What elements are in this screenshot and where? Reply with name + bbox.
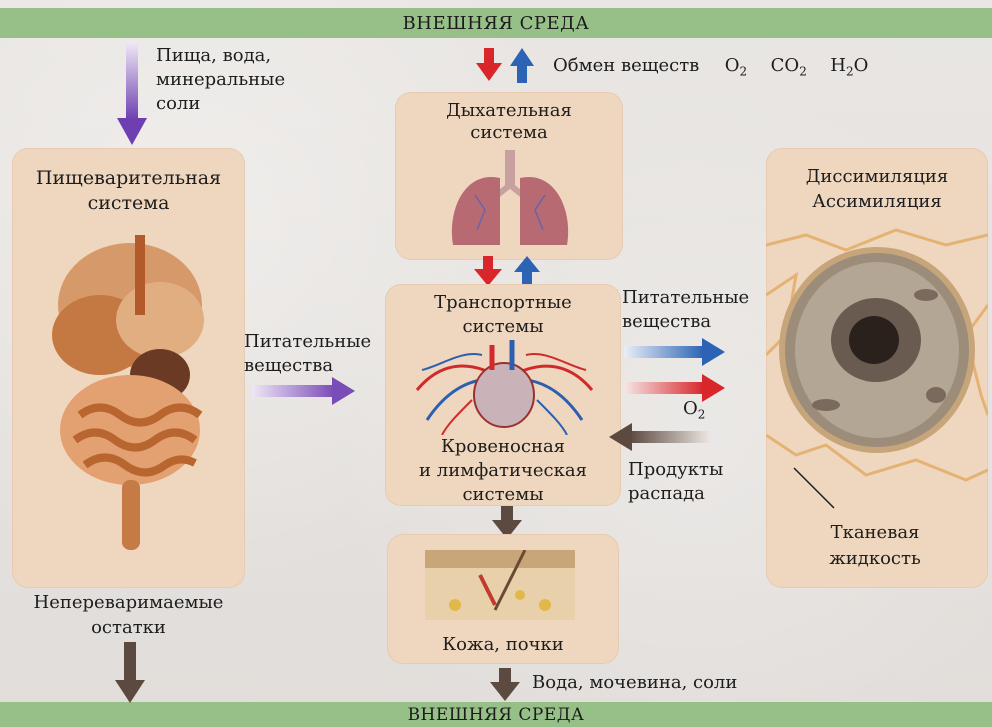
decay-products-arrow	[608, 423, 710, 451]
digestive-system-title: Пищеварительная система	[12, 166, 245, 216]
tissue-fluid-pointer-line	[792, 466, 837, 511]
undigested-output-arrow	[113, 642, 147, 704]
nutrients-to-transport-arrow	[252, 377, 356, 405]
external-environment-bottom-band: ВНЕШНЯЯ СРЕДА	[0, 702, 992, 727]
cell-processes-title: Диссимиляция Ассимиляция	[766, 164, 988, 214]
food-water-minerals-label: Пища, вода, минеральные соли	[156, 44, 285, 116]
decay-products-label: Продукты распада	[628, 458, 723, 506]
skin-kidneys-label: Кожа, почки	[387, 634, 619, 656]
tissue-fluid-label: Тканевая жидкость	[800, 520, 950, 572]
external-environment-top-band: ВНЕШНЯЯ СРЕДА	[0, 8, 992, 38]
metabolism-exchange-arrows	[476, 48, 536, 84]
respiratory-system-title: Дыхательная система	[395, 100, 623, 144]
o2-formula: O2	[725, 55, 747, 76]
nutrients-to-cell-label: Питательные вещества	[622, 286, 749, 334]
transport-system-title: Транспортные системы	[385, 291, 621, 339]
skin-illustration	[425, 550, 575, 620]
circulatory-system-illustration	[412, 340, 597, 435]
digestive-organs-illustration	[40, 225, 220, 575]
cell-illustration	[766, 215, 988, 505]
oxygen-to-cell-arrow	[624, 374, 726, 402]
food-input-arrow	[115, 42, 149, 146]
lungs-illustration	[445, 150, 575, 255]
co2-formula: CO2	[771, 55, 807, 76]
excretion-arrow	[488, 668, 522, 702]
circulatory-lymphatic-label: Кровеносная и лимфатическая системы	[385, 435, 621, 507]
oxygen-label: O2	[683, 398, 705, 426]
nutrients-to-cell-arrow	[624, 338, 726, 366]
h2o-formula: H2O	[830, 55, 868, 76]
metabolism-label: Обмен веществ O2 CO2 H2O	[553, 55, 868, 83]
nutrients-to-transport-label: Питательные вещества	[244, 330, 371, 378]
undigested-remains-label: Непереваримаемые остатки	[12, 590, 245, 640]
excretion-label: Вода, мочевина, соли	[532, 672, 737, 694]
